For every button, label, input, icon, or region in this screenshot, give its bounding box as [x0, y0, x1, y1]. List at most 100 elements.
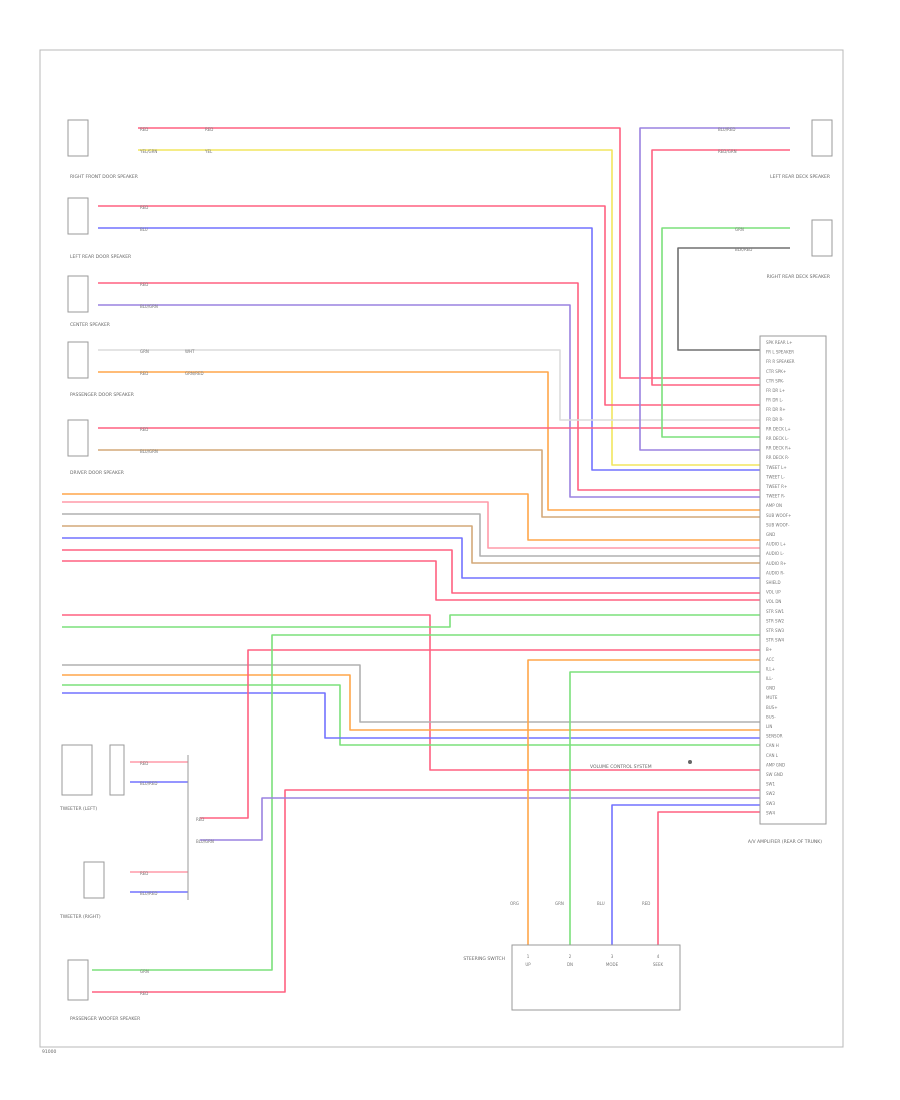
- switch-pin-label-4: SEEK: [653, 962, 664, 967]
- wl-2: YEL/GRN: [139, 149, 157, 154]
- amp-pin-50: SW4: [766, 810, 775, 815]
- speaker-label-rf: RIGHT FRONT DOOR SPEAKER: [70, 174, 138, 180]
- wl-5: RED: [140, 205, 148, 210]
- speaker-label-dd: DRIVER DOOR SPEAKER: [70, 470, 124, 476]
- speaker-passenger-door: PASSENGER DOOR SPEAKER: [67, 341, 134, 398]
- wire-sw-blue: [611, 804, 760, 945]
- wire-mid-red: [62, 614, 760, 771]
- wire-low-2: [62, 674, 760, 731]
- woofer-passenger: PASSENGER WOOFER SPEAKER: [67, 959, 140, 1022]
- wire-ctr-red: [98, 282, 760, 491]
- wire-low-4: [62, 692, 760, 739]
- amp-pin-20: SUB WOOF-: [766, 522, 790, 527]
- speaker-label-lrd: LEFT REAR DECK SPEAKER: [770, 174, 830, 180]
- amp-pin-16: TWEET R+: [765, 484, 787, 489]
- amp-pin-2: FR L SPEAKER: [766, 350, 794, 355]
- wire-bus-6: [62, 549, 760, 594]
- amp-pin-36: ILL-: [766, 676, 774, 681]
- wl-7: RED: [140, 282, 148, 287]
- wire-sw-green: [569, 671, 760, 945]
- amp-pin-13: RR DECK R-: [766, 455, 790, 460]
- speaker-label-pd: PASSENGER DOOR SPEAKER: [70, 392, 134, 398]
- amp-pin-34: ACC: [766, 657, 774, 662]
- amp-pin-23: AUDIO L-: [766, 551, 785, 556]
- wl-tw6: BLU/GRN: [196, 839, 214, 844]
- amp-pin-46: SW GND: [766, 772, 783, 777]
- amp-pin-19: SUB WOOF+: [766, 513, 791, 518]
- speaker-left-rear-deck: LEFT REAR DECK SPEAKER: [770, 119, 833, 180]
- tweeter-left-label: TWEETER (LEFT): [59, 806, 97, 812]
- amp-pin-31: STR SW3: [766, 628, 785, 633]
- woofer-passenger-label: PASSENGER WOOFER SPEAKER: [70, 1016, 140, 1022]
- amp-pin-24: AUDIO R+: [766, 561, 786, 566]
- amp-pin-45: AMP GND: [766, 762, 785, 767]
- amp-pin-4: CTR SPK+: [766, 369, 786, 374]
- wire-tw-red: [200, 649, 760, 819]
- wl-wf1: GRN: [140, 969, 149, 974]
- amp-pin-26: SHIELD: [766, 580, 781, 585]
- volume-control-label: VOLUME CONTROL SYSTEM: [590, 764, 652, 770]
- wl-sw2: GRN: [555, 901, 564, 906]
- amp-pin-21: GND: [766, 532, 775, 537]
- switch-pin-label-2: DN: [567, 962, 573, 967]
- amp-pin-1: SPK REAR L+: [766, 340, 793, 345]
- amp-pin-28: VOL DN: [766, 599, 781, 604]
- amp-pin-40: BUS-: [766, 714, 776, 719]
- wire-mid-grn: [62, 614, 760, 628]
- wire-pd-white: [98, 349, 760, 421]
- speaker-center: CENTER SPEAKER: [67, 275, 110, 328]
- wire-rr2-gray: [677, 247, 790, 351]
- wire-rr-red: [651, 149, 790, 386]
- wire-bus-3: [62, 513, 760, 557]
- wl-4: YEL: [204, 149, 213, 154]
- amp-pin-48: SW2: [766, 791, 775, 796]
- amp-pin-35: ILL+: [766, 666, 775, 671]
- amplifier-body: [759, 335, 827, 825]
- speaker-label-lr: LEFT REAR DOOR SPEAKER: [70, 254, 131, 260]
- wl-11: RED: [140, 371, 148, 376]
- steering-switch-label: STEERING SWITCH: [463, 956, 505, 962]
- wire-group: [62, 127, 790, 993]
- wire-tw-green: [92, 634, 760, 971]
- speaker-label-rrd: RIGHT REAR DECK SPEAKER: [767, 274, 830, 280]
- amp-pin-44: CAN L: [766, 753, 779, 758]
- speaker-label-ctr: CENTER SPEAKER: [70, 322, 110, 328]
- amplifier-label: A/V AMPLIFIER (REAR OF TRUNK): [748, 839, 822, 845]
- amp-pin-7: FR DR L-: [766, 398, 784, 403]
- wire-rr-blue: [639, 127, 790, 451]
- amp-pin-32: STR SW4: [766, 638, 785, 643]
- switch-pin-label-1: UP: [525, 962, 531, 967]
- wl-tw2: BLU/RED: [140, 781, 157, 786]
- wl-1: RED: [140, 127, 148, 132]
- wire-sw-red: [657, 811, 760, 945]
- amp-pin-33: B+: [766, 647, 772, 652]
- tweeter-left: TWEETER (LEFT): [59, 744, 125, 812]
- wl-wf2: RED: [140, 991, 148, 996]
- switch-pin-3: 3: [611, 954, 614, 959]
- switch-pin-1: 1: [527, 954, 530, 959]
- amp-pin-39: BUS+: [766, 705, 778, 710]
- amp-pin-30: STR SW2: [766, 618, 785, 623]
- wire-dd-tan: [98, 449, 760, 518]
- wire-lr-red: [98, 205, 760, 406]
- wl-14: BLU/GRN: [140, 449, 158, 454]
- amp-pin-29: STR SW1: [766, 609, 785, 614]
- amp-pin-27: VOL UP: [766, 590, 781, 595]
- wl-8: BLU/GRN: [140, 304, 158, 309]
- tweeter-right: TWEETER (RIGHT): [59, 861, 105, 920]
- wire-bus-7: [62, 560, 760, 601]
- wl-tw5: RED: [196, 817, 204, 822]
- speaker-right-front: RIGHT FRONT DOOR SPEAKER: [67, 119, 138, 180]
- wire-lr-blu: [98, 227, 760, 471]
- amp-pin-12: RR DECK R+: [766, 446, 791, 451]
- wire-ctr-purple: [98, 304, 760, 498]
- amp-pin-5: CTR SPK-: [766, 378, 784, 383]
- wire-sw-orange: [527, 659, 760, 945]
- amp-pin-11: RR DECK L-: [766, 436, 789, 441]
- tweeter-right-label: TWEETER (RIGHT): [59, 914, 101, 920]
- steering-switch-body: [511, 944, 681, 1011]
- wire-rr2-grn: [661, 227, 790, 438]
- wire-bus-5: [62, 537, 760, 579]
- amp-pin-14: TWEET L+: [765, 465, 787, 470]
